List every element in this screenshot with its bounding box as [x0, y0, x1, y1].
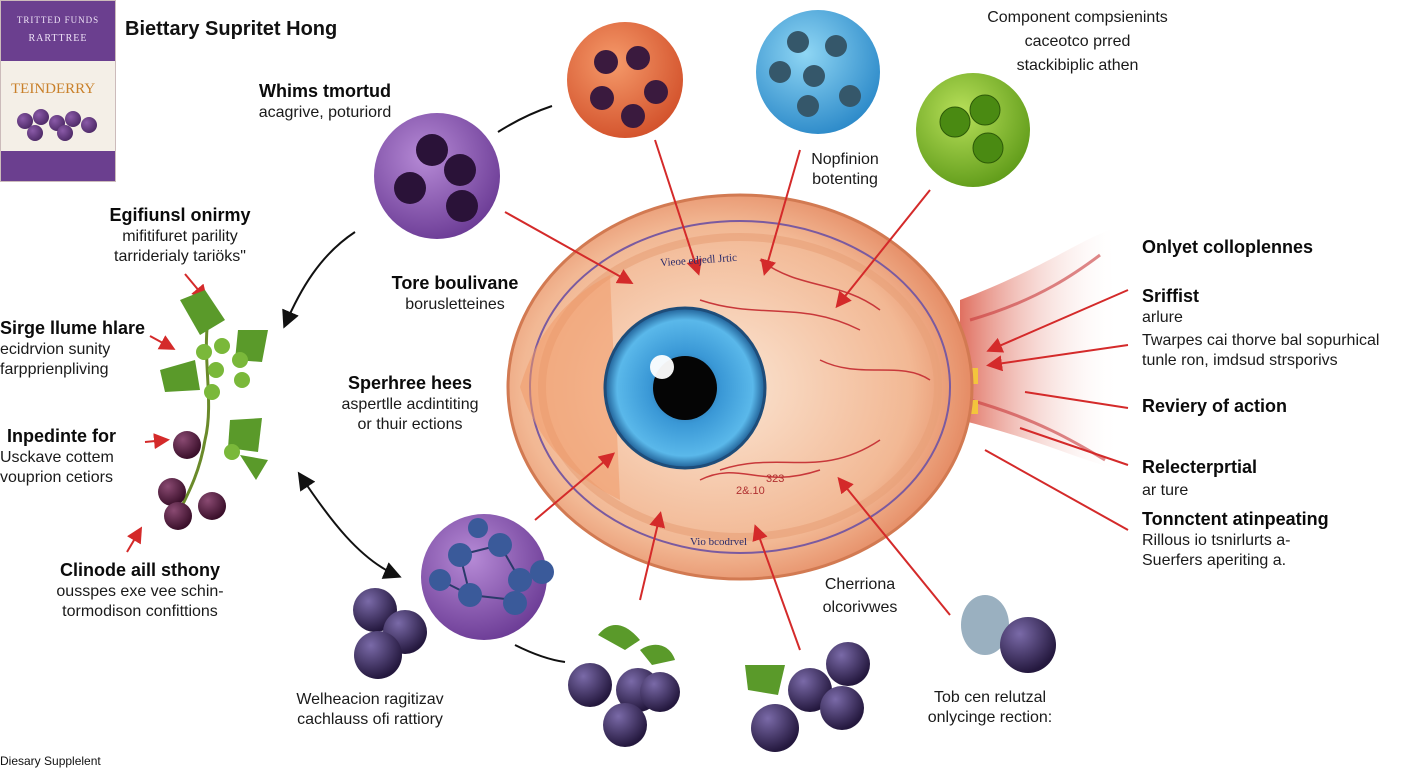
eye-ring-bottom-text: Vio bcodrvel: [690, 536, 747, 548]
label-sperhree-line1: aspertlle acdintiting: [341, 395, 479, 413]
label-sirge-line2: farpprienpliving: [0, 360, 109, 378]
label-relecter-text: ar ture: [1142, 481, 1189, 499]
label-inpedin: Inpedinte for Usckave cottem vouprion ce…: [0, 425, 150, 488]
label-wel-line1: Welheacion ragitizav: [296, 691, 444, 708]
package-line-1: TRITTED FUNDS: [16, 15, 100, 25]
eye-number-2: 323: [766, 473, 784, 485]
label-egif-title: Egifiunsl onirmy: [109, 205, 251, 225]
label-whims-title: Whims tmortud: [259, 81, 391, 101]
label-whims: Whims tmortud acagrive, poturiord: [240, 80, 410, 123]
black-arrows: [282, 105, 566, 663]
label-tonnctent-title: Tonnctent atinpeating: [1142, 509, 1329, 529]
label-tore: Tore boulivane borusletteines: [380, 272, 530, 315]
label-sriffist-line2: Twarpes cai thorve bal sopurhical: [1142, 331, 1380, 349]
label-egif: Egifiunsl onirmy mifitifuret parility ta…: [95, 204, 265, 267]
label-tore-title: Tore boulivane: [391, 273, 519, 293]
label-inpedin-line2: vouprion cetiors: [0, 468, 113, 486]
label-clinode-line2: tormodison confittions: [62, 602, 218, 620]
label-nopfinion-line1: Nopfinion: [811, 151, 879, 168]
label-clinode: Clinode aill sthony ousspes exe vee schi…: [40, 559, 240, 622]
label-sriffist-line3: tunle ron, imdsud strsporivs: [1142, 351, 1338, 369]
label-tob: Tob cen relutzal onlycinge rection:: [910, 688, 1070, 728]
label-tob-line2: onlycinge rection:: [927, 709, 1053, 726]
blue-molecule: [756, 10, 880, 134]
eye-ring-top-text: Vieoe edjedl Jrtic: [660, 252, 738, 269]
supplement-package: TRITTED FUNDS RARTTREE TEINDERRY: [0, 0, 116, 182]
label-whims-text: acagrive, poturiord: [258, 103, 392, 121]
page-title: Biettary Supritet Hong: [125, 18, 338, 40]
package-brand: TEINDERRY: [11, 81, 96, 97]
label-cherriona: Cherriona olcorivwes: [800, 575, 920, 618]
label-component: Component compsienints cacеotco prred st…: [960, 8, 1195, 76]
label-clinode-title: Clinode aill sthony: [59, 560, 220, 580]
eye-number-1: 2&.10: [736, 485, 765, 497]
red-arrows: [126, 139, 1129, 651]
label-wel-line2: cachlauss ofi rattiory: [297, 711, 443, 728]
berry-plant: [158, 290, 268, 530]
label-component-line1: Component compsienints: [987, 9, 1168, 26]
green-molecule: [916, 73, 1030, 187]
label-sirge-line1: ecidrvion sunity: [0, 340, 111, 358]
label-tonnctent-line1: Rillous io tsnirlurts a-: [1142, 531, 1291, 549]
label-tonnctent: Tonnctent atinpeating Rillous io tsnirlu…: [1142, 508, 1372, 571]
label-onlyet-title: Onlyet collоplennes: [1142, 237, 1314, 257]
label-component-line2: cacеotco prred: [1024, 33, 1131, 50]
berry-molecule: [421, 514, 554, 640]
label-relecter: Relecterprtial ar ture: [1142, 456, 1257, 501]
label-tob-line1: Tob cen relutzal: [933, 689, 1047, 706]
label-reviery-title: Reviery of action: [1142, 396, 1288, 416]
label-egif-line1: mifitifuret parility: [122, 227, 238, 245]
label-relecter-title: Relecterprtial: [1142, 457, 1258, 477]
label-tonnctent-line2: Suerfers aperiting a.: [1142, 551, 1287, 569]
label-sperhree: Sperhree hees aspertlle acdintiting or t…: [320, 372, 500, 435]
label-sriffist-title: Sriffist: [1142, 286, 1200, 306]
label-onlyet: Onlyet collоplennes: [1142, 236, 1313, 259]
label-sperhree-line2: or thuir ections: [357, 415, 463, 433]
iris: [603, 306, 767, 470]
label-sirge-title: Sirge llume hlare: [0, 318, 146, 338]
purple-molecule: [374, 113, 500, 239]
label-cherriona-line1: Cherriona: [824, 576, 896, 593]
label-sperhree-title: Sperhree hees: [347, 373, 473, 393]
label-cherriona-line2: olcorivwes: [822, 599, 898, 616]
label-sriffist-line1: arlure: [1142, 308, 1183, 326]
label-egif-line2: tarriderialy tariöks": [114, 247, 246, 265]
label-wel: Welheacion ragitizav cachlauss ofi ratti…: [270, 690, 470, 730]
label-component-line3: stackibiplic athen: [1016, 57, 1139, 74]
label-nopfinion-line2: botenting: [812, 171, 878, 188]
label-clinode-line1: ousspes exe vee schin-: [56, 582, 224, 600]
blueberries: [353, 588, 1056, 752]
orange-molecule: [567, 22, 683, 138]
label-sirge: Sirge llume hlare ecidrvion sunity farpp…: [0, 317, 150, 380]
label-inpedin-title: Inpedinte for: [7, 426, 116, 446]
label-nopfinion: Nopfinion botenting: [790, 150, 900, 190]
footer-text: Diesary Supplelent: [0, 754, 101, 768]
package-berries-icon: [13, 109, 103, 143]
label-sriffist: Sriffist arlure Twarpes cai thorve bal s…: [1142, 285, 1404, 371]
label-reviery: Reviery of action: [1142, 395, 1287, 418]
label-tore-text: borusletteines: [405, 295, 505, 313]
package-line-2: RARTTREE: [28, 33, 88, 44]
label-inpedin-line1: Usckave cottem: [0, 448, 114, 466]
